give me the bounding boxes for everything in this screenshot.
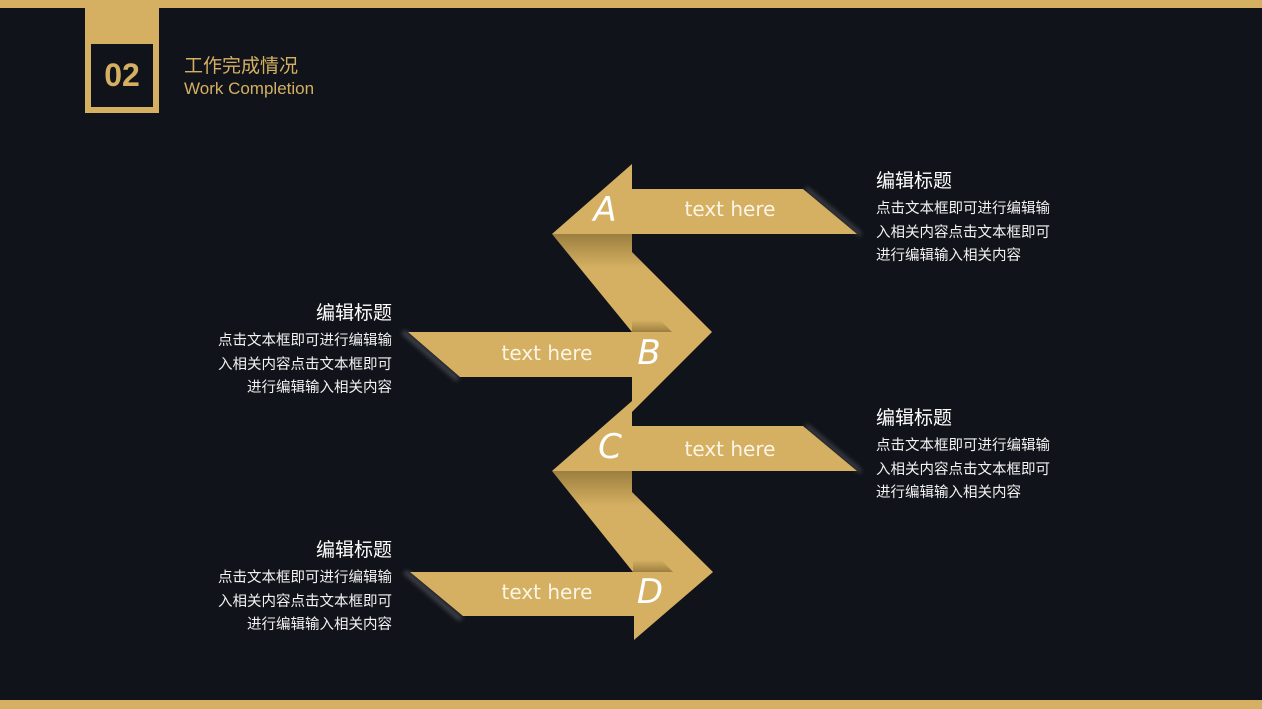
connector-c-d (552, 471, 713, 572)
top-accent-bar (0, 0, 1262, 8)
info-block-a: 编辑标题 点击文本框即可进行编辑输 入相关内容点击文本框即可 进行编辑输入相关内… (876, 168, 1076, 269)
section-number: 02 (104, 57, 140, 93)
info-line: 进行编辑输入相关内容 (876, 248, 1021, 264)
band-c-text[interactable]: text here (684, 437, 776, 461)
step-letter-b: B (637, 333, 661, 373)
info-line: 入相关内容点击文本框即可 (218, 356, 392, 373)
section-subtitle: Work Completion (184, 79, 315, 98)
band-c (552, 401, 857, 471)
band-d (410, 572, 713, 640)
band-d-text[interactable]: text here (501, 580, 593, 604)
info-line: 入相关内容点击文本框即可 (876, 461, 1050, 478)
step-letter-d: D (636, 572, 664, 612)
info-line: 进行编辑输入相关内容 (247, 617, 392, 633)
info-block-c: 编辑标题 点击文本框即可进行编辑输 入相关内容点击文本框即可 进行编辑输入相关内… (876, 405, 1076, 506)
band-end-shadows (401, 186, 861, 621)
info-line: 点击文本框即可进行编辑输 (876, 201, 1050, 217)
band-b-text[interactable]: text here (501, 341, 593, 365)
info-line: 点击文本框即可进行编辑输 (876, 438, 1050, 454)
band-a-text[interactable]: text here (684, 197, 776, 221)
section-badge-inner: 02 (91, 44, 153, 107)
info-body-c[interactable]: 点击文本框即可进行编辑输 入相关内容点击文本框即可 进行编辑输入相关内容 (876, 435, 1076, 506)
section-badge: 02 (85, 0, 159, 113)
band-a (552, 164, 857, 234)
info-block-d: 编辑标题 点击文本框即可进行编辑输 入相关内容点击文本框即可 进行编辑输入相关内… (192, 537, 392, 638)
info-block-b: 编辑标题 点击文本框即可进行编辑输 入相关内容点击文本框即可 进行编辑输入相关内… (192, 300, 392, 401)
info-line: 入相关内容点击文本框即可 (876, 224, 1050, 241)
info-line: 点击文本框即可进行编辑输 (218, 333, 392, 349)
bottom-accent-bar (0, 700, 1262, 709)
step-letter-a: A (593, 190, 617, 230)
info-body-a[interactable]: 点击文本框即可进行编辑输 入相关内容点击文本框即可 进行编辑输入相关内容 (876, 198, 1076, 269)
step-letter-c: C (598, 427, 622, 467)
band-b (408, 332, 712, 412)
info-body-b[interactable]: 点击文本框即可进行编辑输 入相关内容点击文本框即可 进行编辑输入相关内容 (192, 330, 392, 401)
info-title-d[interactable]: 编辑标题 (315, 539, 392, 561)
info-line: 点击文本框即可进行编辑输 (218, 570, 392, 586)
info-line: 入相关内容点击文本框即可 (218, 593, 392, 610)
info-body-d[interactable]: 点击文本框即可进行编辑输 入相关内容点击文本框即可 进行编辑输入相关内容 (192, 567, 392, 638)
info-line: 进行编辑输入相关内容 (876, 485, 1021, 501)
info-title-b[interactable]: 编辑标题 (315, 302, 392, 324)
info-line: 进行编辑输入相关内容 (247, 380, 392, 396)
connector-a-b (552, 234, 712, 332)
info-title-c[interactable]: 编辑标题 (876, 407, 953, 429)
info-title-a[interactable]: 编辑标题 (876, 170, 953, 192)
section-title: 工作完成情况 (184, 55, 299, 77)
